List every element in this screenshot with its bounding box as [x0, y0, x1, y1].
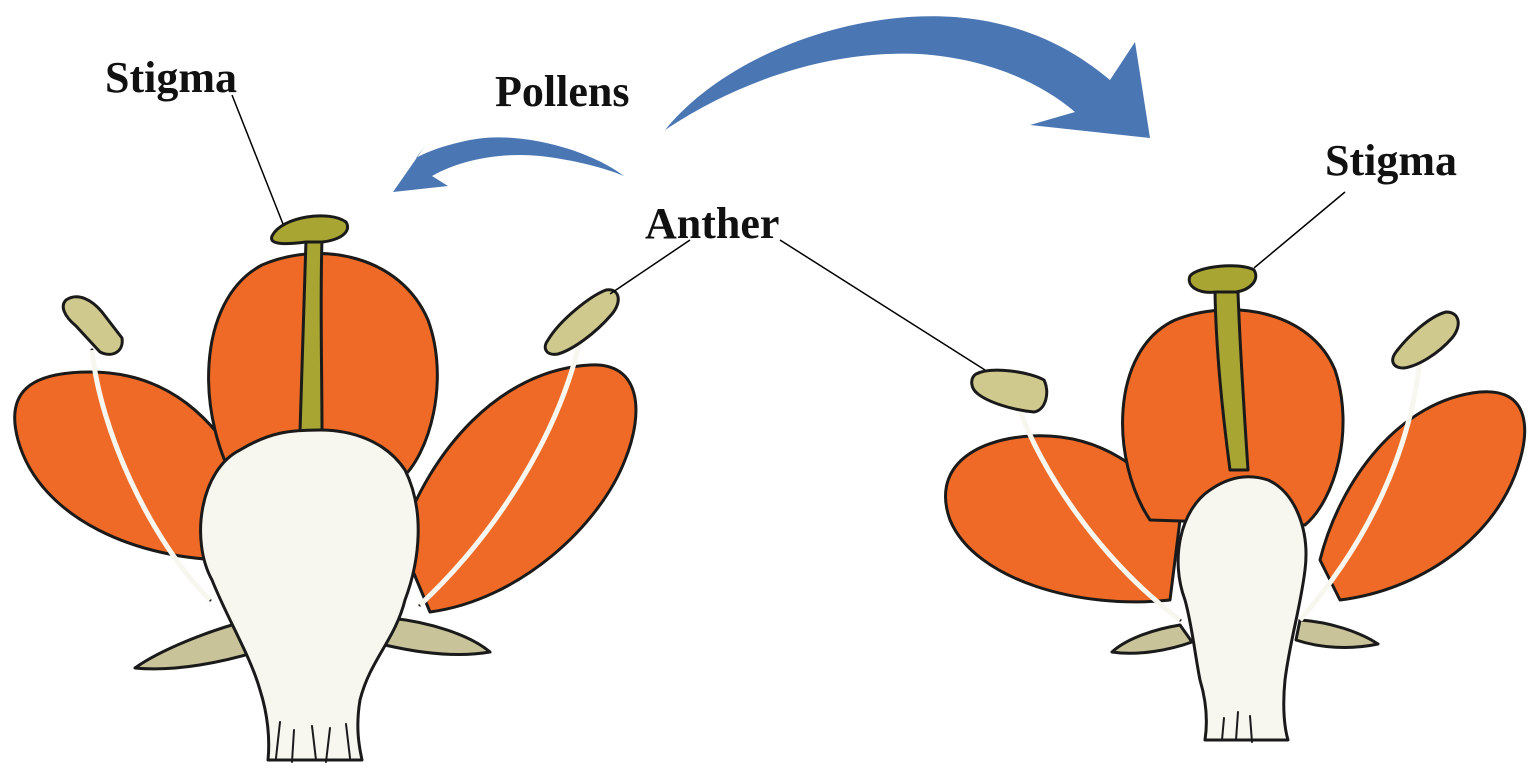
leader-anther-left [610, 240, 690, 294]
left-flower-anther-right [545, 290, 618, 355]
right-flower-sepal-right [1296, 620, 1378, 647]
left-flower-anther-left [63, 297, 122, 355]
label-anther: Anther [645, 199, 779, 248]
left-flower-receptacle [201, 430, 419, 760]
leader-anther-right [780, 240, 985, 370]
label-pollens: Pollens [495, 67, 629, 116]
right-flower-anther-right [1393, 312, 1459, 368]
label-stigma-left: Stigma [105, 53, 237, 102]
left-flower [15, 216, 636, 762]
right-flower [946, 266, 1525, 742]
label-stigma-right: Stigma [1325, 136, 1457, 185]
pollen-arrow-large [665, 16, 1150, 138]
right-flower-stigma [1189, 266, 1256, 293]
right-flower-receptacle [1178, 477, 1306, 740]
leader-stigma-right [1254, 192, 1345, 268]
leader-stigma-left [232, 95, 283, 224]
left-flower-sepal-right [385, 618, 490, 654]
pollen-arrow-small [393, 137, 624, 192]
right-flower-anther-left [972, 370, 1047, 412]
right-flower-petal-right [1320, 392, 1525, 600]
right-flower-sepal-left [1112, 625, 1192, 653]
left-flower-stigma [272, 216, 348, 244]
